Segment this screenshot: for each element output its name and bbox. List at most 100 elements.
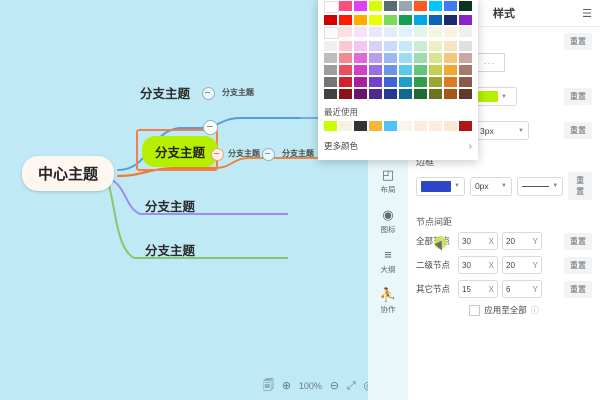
palette-swatch-19[interactable] (459, 15, 472, 25)
palette-swatch-64[interactable] (384, 77, 397, 87)
pointer-icon[interactable]: 🗐 (263, 379, 274, 392)
apply-to-all-checkbox[interactable] (469, 304, 481, 316)
palette-swatch-77[interactable] (429, 89, 442, 99)
palette-swatch-46[interactable] (414, 53, 427, 63)
palette-swatch-10[interactable] (324, 15, 337, 25)
palette-swatch-75[interactable] (399, 89, 412, 99)
palette-swatch-31[interactable] (339, 41, 352, 51)
palette-swatch-2[interactable] (354, 1, 367, 11)
palette-swatch-66[interactable] (414, 77, 427, 87)
palette-swatch-5[interactable] (399, 1, 412, 11)
branch-topic-1[interactable]: 分支主题 (140, 87, 191, 101)
zoom-out-icon[interactable]: ⊖ (329, 379, 339, 392)
palette-swatch-30[interactable] (324, 41, 337, 51)
palette-swatch-70[interactable] (324, 89, 337, 99)
palette-swatch-47[interactable] (429, 53, 442, 63)
palette-swatch-27[interactable] (429, 27, 442, 37)
palette-swatch-14[interactable] (384, 15, 397, 25)
palette-swatch-33[interactable] (369, 41, 382, 51)
branch-topic-4[interactable]: 分支主题 (145, 244, 196, 258)
collapse-toggle-branch-1[interactable] (202, 87, 215, 100)
palette-swatch-50[interactable] (324, 65, 337, 75)
collapse-toggle-node-handle[interactable] (203, 120, 218, 135)
palette-swatch-13[interactable] (369, 15, 382, 25)
palette-swatch-56[interactable] (414, 65, 427, 75)
color-picker-popup[interactable]: 最近使用 更多颜色 › (318, 0, 478, 160)
spacing-y-input-all[interactable]: 20 Y (502, 232, 542, 250)
palette-swatch-34[interactable] (384, 41, 397, 51)
recent-swatch-2[interactable] (354, 121, 367, 131)
palette-swatch-39[interactable] (459, 41, 472, 51)
recent-swatch-8[interactable] (444, 121, 457, 131)
palette-swatch-51[interactable] (339, 65, 352, 75)
palette-swatch-55[interactable] (399, 65, 412, 75)
palette-swatch-41[interactable] (339, 53, 352, 63)
palette-swatch-59[interactable] (459, 65, 472, 75)
reset-border-button[interactable]: 重置 (568, 172, 592, 200)
rail-item-collaborate[interactable]: ⛹ 协作 (368, 288, 408, 315)
palette-swatch-7[interactable] (429, 1, 442, 11)
help-question-icon[interactable]: ⓘ (530, 305, 539, 315)
shape-more-option[interactable]: ··· (474, 53, 505, 72)
recent-swatch-9[interactable] (459, 121, 472, 131)
palette-swatch-25[interactable] (399, 27, 412, 37)
palette-swatch-24[interactable] (384, 27, 397, 37)
recent-swatch-4[interactable] (384, 121, 397, 131)
palette-swatch-12[interactable] (354, 15, 367, 25)
reset-fill-button[interactable]: 重置 (564, 88, 592, 105)
palette-swatch-1[interactable] (339, 1, 352, 11)
list-format-icon[interactable]: ☰ (582, 7, 592, 20)
palette-swatch-36[interactable] (414, 41, 427, 51)
palette-swatch-26[interactable] (414, 27, 427, 37)
recent-swatch-6[interactable] (414, 121, 427, 131)
color-palette-grid[interactable] (324, 1, 472, 99)
palette-swatch-35[interactable] (399, 41, 412, 51)
palette-swatch-37[interactable] (429, 41, 442, 51)
palette-swatch-57[interactable] (429, 65, 442, 75)
palette-swatch-42[interactable] (354, 53, 367, 63)
apply-to-all-row[interactable]: 应用至全部 ⓘ (416, 304, 592, 316)
line-width-select[interactable]: 3px ▼ (475, 121, 529, 140)
recent-swatch-0[interactable] (324, 121, 337, 131)
palette-swatch-72[interactable] (354, 89, 367, 99)
palette-swatch-29[interactable] (459, 27, 472, 37)
spacing-y-input-second[interactable]: 20 Y (502, 256, 542, 274)
palette-swatch-62[interactable] (354, 77, 367, 87)
palette-swatch-60[interactable] (324, 77, 337, 87)
palette-swatch-61[interactable] (339, 77, 352, 87)
palette-swatch-11[interactable] (339, 15, 352, 25)
palette-swatch-0[interactable] (324, 1, 339, 13)
palette-swatch-38[interactable] (444, 41, 457, 51)
palette-swatch-44[interactable] (384, 53, 397, 63)
palette-swatch-21[interactable] (339, 27, 352, 37)
fit-screen-icon[interactable]: ⤢ (346, 379, 356, 392)
border-style-select[interactable]: ▼ (516, 176, 564, 196)
palette-swatch-18[interactable] (444, 15, 457, 25)
rail-item-layout[interactable]: ◰ 布局 (368, 168, 408, 195)
recent-swatch-3[interactable] (369, 121, 382, 131)
palette-swatch-71[interactable] (339, 89, 352, 99)
spacing-y-input-other[interactable]: 6 Y (502, 280, 542, 298)
zoom-in-icon[interactable]: ⊕ (281, 379, 292, 392)
palette-swatch-9[interactable] (459, 1, 472, 11)
rail-item-icon[interactable]: ◉ 图标 (368, 208, 408, 235)
palette-swatch-15[interactable] (399, 15, 412, 25)
spacing-x-input-all[interactable]: 30 X (458, 232, 498, 250)
border-color-select[interactable]: ▼ (416, 176, 465, 196)
palette-swatch-65[interactable] (399, 77, 412, 87)
palette-swatch-28[interactable] (444, 27, 457, 37)
palette-swatch-54[interactable] (384, 65, 397, 75)
reset-shape-button[interactable]: 重置 (564, 33, 592, 50)
palette-swatch-6[interactable] (414, 1, 427, 11)
palette-swatch-68[interactable] (444, 77, 457, 87)
palette-swatch-73[interactable] (369, 89, 382, 99)
palette-swatch-8[interactable] (444, 1, 457, 11)
palette-swatch-3[interactable] (369, 1, 382, 11)
palette-swatch-40[interactable] (324, 53, 337, 63)
palette-swatch-20[interactable] (324, 27, 339, 39)
palette-swatch-32[interactable] (354, 41, 367, 51)
palette-swatch-52[interactable] (354, 65, 367, 75)
palette-swatch-79[interactable] (459, 89, 472, 99)
spacing-x-input-other[interactable]: 15 X (458, 280, 498, 298)
palette-swatch-63[interactable] (369, 77, 382, 87)
